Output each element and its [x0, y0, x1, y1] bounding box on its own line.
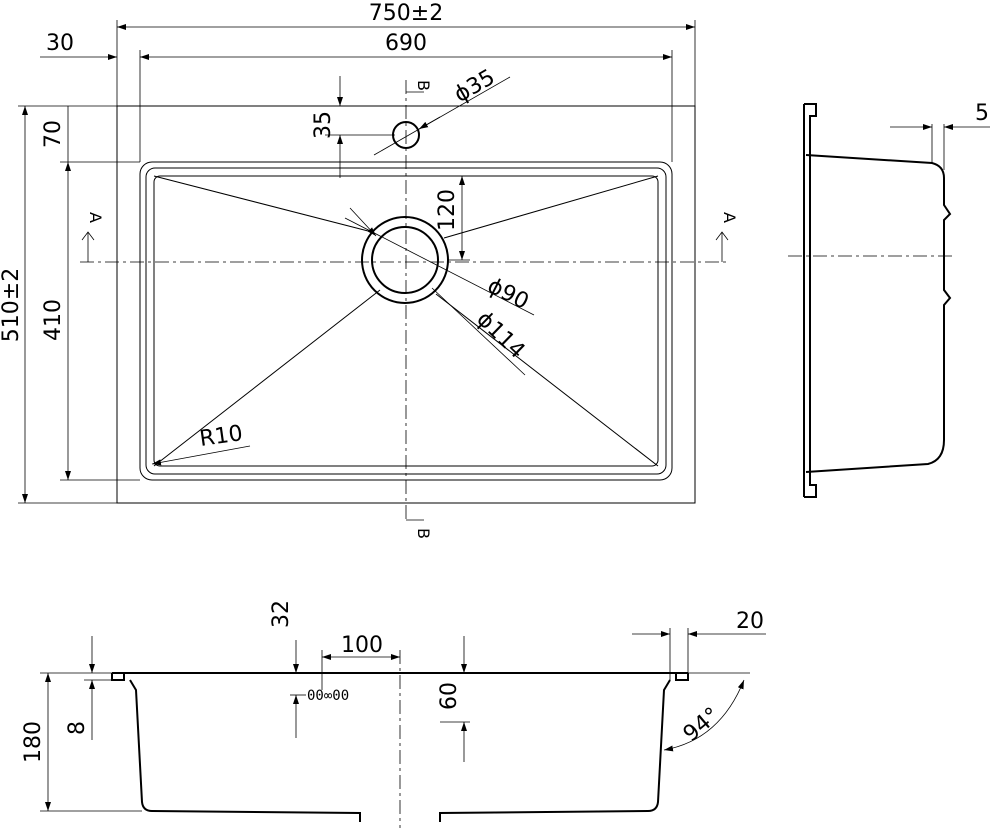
angle-label: 94°: [679, 703, 725, 747]
section-a-label-right: A: [720, 212, 739, 223]
drain-height-label: 60: [437, 682, 462, 710]
side-rim-width-label: 5: [975, 101, 989, 126]
section-b-label-bottom: B: [414, 528, 433, 539]
dim-flange: 20: [632, 609, 766, 680]
inner-depth-label: 410: [41, 299, 66, 341]
dim-overall-width: 750±2: [116, 1, 696, 106]
bowl-slope-lines: [153, 175, 659, 467]
front-bowl-left: [129, 679, 361, 822]
dim-depth: 180: [21, 672, 142, 812]
overall-depth-label: 510±2: [0, 268, 24, 342]
drain-outer-diameter-label: ϕ114: [472, 307, 530, 364]
dim-drain-offset: 120: [435, 176, 470, 261]
section-a-markers: A A: [81, 212, 739, 262]
depth-label: 180: [21, 721, 46, 763]
drain-offset-label: 120: [435, 189, 460, 231]
dim-overflow-height: 32: [269, 600, 306, 738]
overflow-height-label: 32: [269, 600, 294, 628]
dim-inner-depth: 410: [41, 161, 140, 481]
dim-overflow-offset: 100: [321, 633, 400, 690]
front-rim-left: [111, 673, 125, 681]
flange-label: 20: [736, 609, 764, 634]
drain-inner-circle: [371, 226, 439, 294]
dim-drain-height: 60: [437, 636, 470, 762]
section-b-markers: B B: [406, 80, 433, 539]
overflow-offset-label: 100: [341, 633, 383, 658]
tap-diameter-label: ϕ35: [450, 65, 499, 108]
rim-left-label: 30: [46, 31, 74, 56]
tap-offset-label: 35: [311, 111, 336, 139]
front-rim-right: [675, 673, 689, 681]
dim-angle: 94°: [663, 672, 750, 752]
side-view: 5: [788, 101, 990, 498]
dim-tap-offset: 35: [311, 76, 395, 178]
section-a-label-left: A: [86, 212, 105, 223]
overall-width-label: 750±2: [369, 1, 443, 26]
side-rim-profile: [804, 103, 817, 498]
corner-radius-label: R10: [198, 421, 244, 452]
dim-corner-radius: R10: [151, 421, 251, 466]
overflow-slot-label: 00∞00: [307, 688, 349, 704]
side-bowl-profile: [805, 154, 952, 473]
front-view: 00∞00 180 8 32 100: [21, 600, 766, 828]
front-bowl-right: [439, 679, 671, 822]
dim-rim-left: 30: [40, 31, 117, 60]
section-b-label-top: B: [414, 80, 433, 91]
dim-rim-top: 70: [41, 106, 69, 162]
inner-width-label: 690: [385, 31, 427, 56]
dim-overall-depth: 510±2: [0, 105, 117, 504]
dim-rim-thickness: 8: [65, 636, 112, 740]
top-view: A A B B 750±2 690 30: [0, 1, 739, 539]
dim-inner-width: 690: [139, 31, 673, 162]
rim-top-label: 70: [41, 120, 66, 148]
rim-thickness-label: 8: [65, 721, 90, 735]
